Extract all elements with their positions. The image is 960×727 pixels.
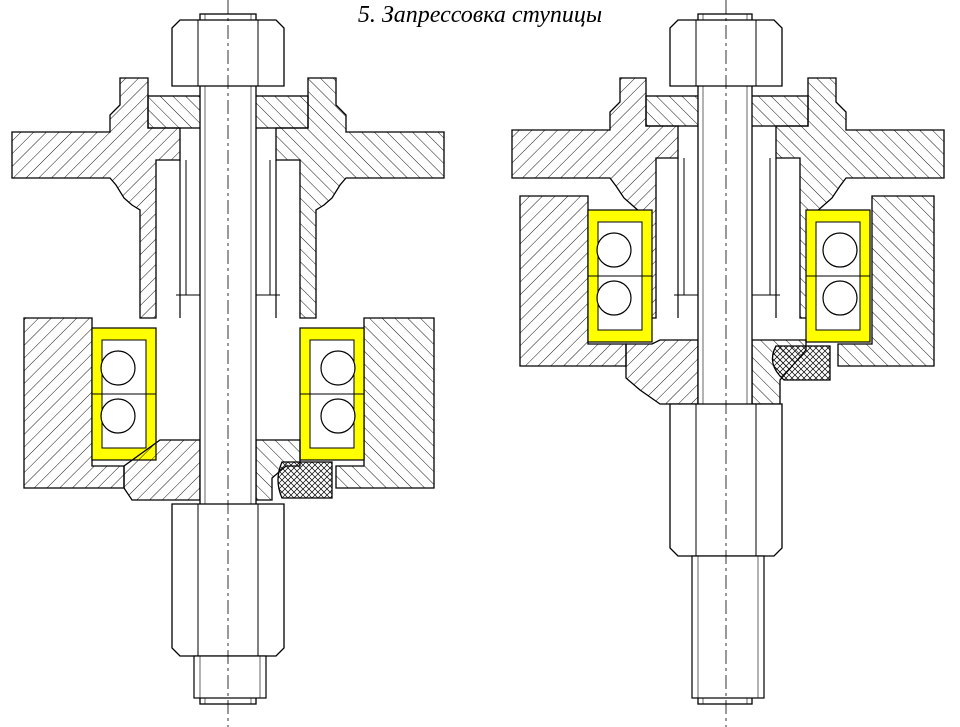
bearing-left bbox=[91, 327, 157, 461]
support-block-right bbox=[335, 317, 435, 489]
support-block-right-right-figure bbox=[837, 195, 935, 367]
seal-ring-right-figure bbox=[771, 345, 831, 381]
press-washer-left-right-figure bbox=[625, 339, 699, 405]
hub-right-half bbox=[275, 77, 445, 319]
figure-left-before-pressing bbox=[11, 0, 445, 727]
hub-right-half-right-figure bbox=[775, 77, 945, 319]
drawing-title: 5. Запрессовка ступицы bbox=[357, 2, 603, 28]
hub-left-half bbox=[11, 77, 181, 319]
bearing-right bbox=[299, 327, 365, 461]
bearing-left-right-figure bbox=[587, 209, 653, 343]
figure-right-after-pressing bbox=[511, 0, 945, 727]
bearing-right-right-figure bbox=[805, 209, 871, 343]
seal-ring bbox=[277, 461, 333, 499]
hub-left-half-right-figure bbox=[511, 77, 679, 319]
